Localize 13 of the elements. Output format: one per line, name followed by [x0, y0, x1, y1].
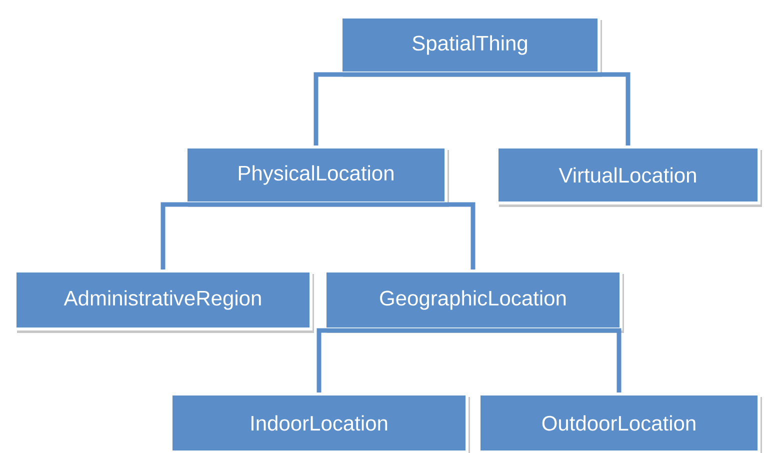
class-box: GeographicLocation [324, 270, 624, 333]
class-box: VirtualLocation [496, 146, 762, 207]
connector-line [314, 72, 470, 146]
connector-line [316, 328, 473, 392]
class-box: IndoorLocation [170, 392, 470, 453]
connector-line [470, 72, 630, 146]
class-box: PhysicalLocation [184, 146, 449, 207]
class-box: AdministrativeRegion [14, 270, 314, 333]
class-box: OutdoorLocation [478, 392, 762, 453]
connector-line [473, 328, 622, 392]
class-box: SpatialThing [340, 16, 602, 77]
connector-line [160, 202, 316, 270]
connector-line [316, 202, 476, 270]
